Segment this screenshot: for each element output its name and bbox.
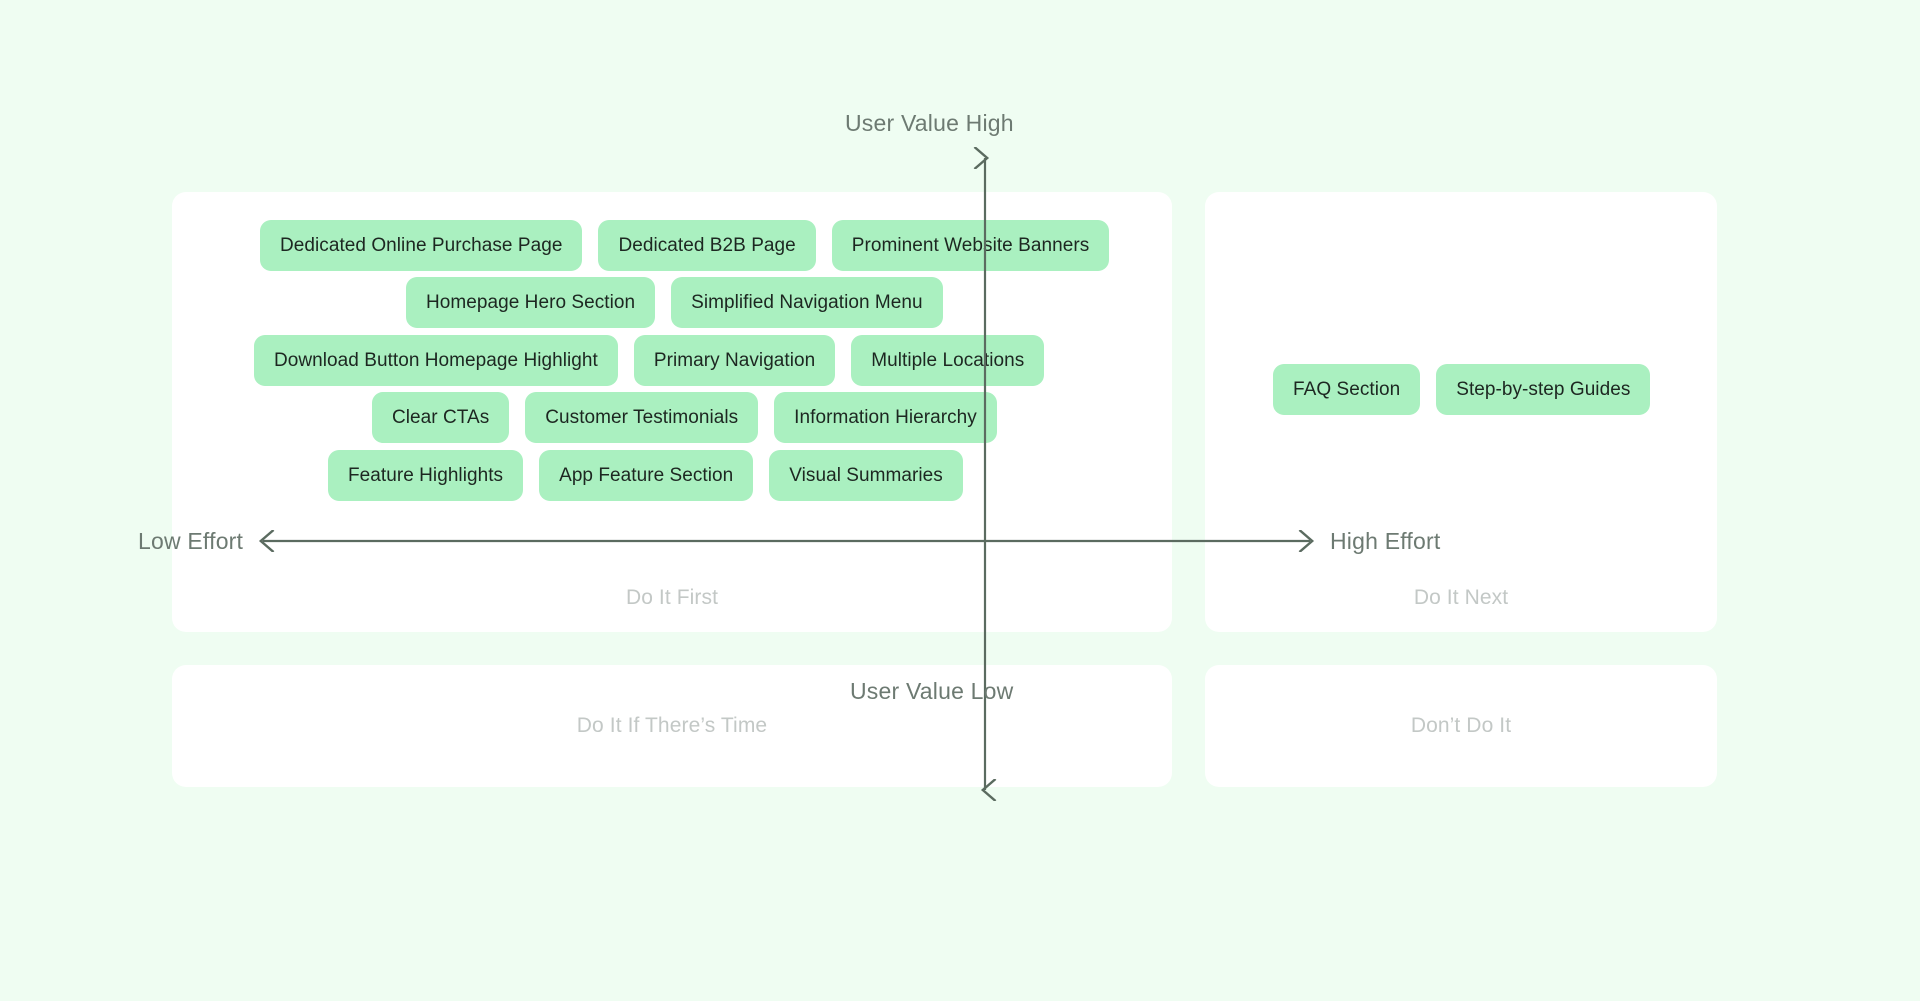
matrix-item-chip[interactable]: Clear CTAs bbox=[372, 392, 510, 443]
chip-row: FAQ Section Step-by-step Guides bbox=[1273, 364, 1651, 415]
matrix-item-chip[interactable]: Visual Summaries bbox=[769, 450, 963, 501]
axis-label-user-value-high: User Value High bbox=[845, 110, 1014, 136]
axis-label-high-effort: High Effort bbox=[1330, 528, 1441, 554]
matrix-item-chip[interactable]: FAQ Section bbox=[1273, 364, 1421, 415]
matrix-item-chip[interactable]: Homepage Hero Section bbox=[406, 277, 656, 328]
quadrant-do-it-first: Dedicated Online Purchase Page Dedicated… bbox=[172, 192, 1172, 632]
quadrant-label-do-it-next: Do It Next bbox=[1413, 586, 1509, 609]
chip-row: Download Button Homepage Highlight Prima… bbox=[254, 335, 1045, 386]
matrix-item-chip[interactable]: Download Button Homepage Highlight bbox=[254, 335, 618, 386]
quadrant-dont-do-it: Don’t Do It bbox=[1205, 665, 1717, 787]
quadrant-label-do-it-first: Do It First bbox=[625, 586, 719, 609]
matrix-item-chip[interactable]: Dedicated Online Purchase Page bbox=[260, 220, 583, 271]
matrix-item-chip[interactable]: Step-by-step Guides bbox=[1436, 364, 1651, 415]
matrix-item-chip[interactable]: Prominent Website Banners bbox=[831, 220, 1110, 271]
prioritization-matrix: Dedicated Online Purchase Page Dedicated… bbox=[138, 100, 1780, 820]
matrix-item-chip[interactable]: App Feature Section bbox=[539, 450, 754, 501]
chip-row: Clear CTAs Customer Testimonials Informa… bbox=[372, 392, 997, 443]
matrix-item-chip[interactable]: Customer Testimonials bbox=[525, 392, 759, 443]
matrix-item-chip[interactable]: Information Hierarchy bbox=[774, 392, 997, 443]
chip-row: Homepage Hero Section Simplified Navigat… bbox=[406, 277, 943, 328]
matrix-item-chip[interactable]: Dedicated B2B Page bbox=[598, 220, 816, 271]
quadrant-do-it-next: FAQ Section Step-by-step Guides Do It Ne… bbox=[1205, 192, 1717, 632]
quadrant-label-dont-do-it: Don’t Do It bbox=[1410, 714, 1512, 737]
quadrant-do-it-if-theres-time: Do It If There’s Time bbox=[172, 665, 1172, 787]
quadrant-label-do-it-if-theres-time: Do It If There’s Time bbox=[576, 714, 768, 737]
matrix-item-chip[interactable]: Feature Highlights bbox=[328, 450, 524, 501]
matrix-item-chip[interactable]: Multiple Locations bbox=[851, 335, 1045, 386]
chip-row: Dedicated Online Purchase Page Dedicated… bbox=[260, 220, 1110, 271]
axis-label-low-effort: Low Effort bbox=[138, 528, 244, 554]
chip-row: Feature Highlights App Feature Section V… bbox=[328, 450, 963, 501]
matrix-item-chip[interactable]: Simplified Navigation Menu bbox=[671, 277, 943, 328]
axis-label-user-value-low: User Value Low bbox=[850, 678, 1014, 704]
matrix-item-chip[interactable]: Primary Navigation bbox=[633, 335, 836, 386]
